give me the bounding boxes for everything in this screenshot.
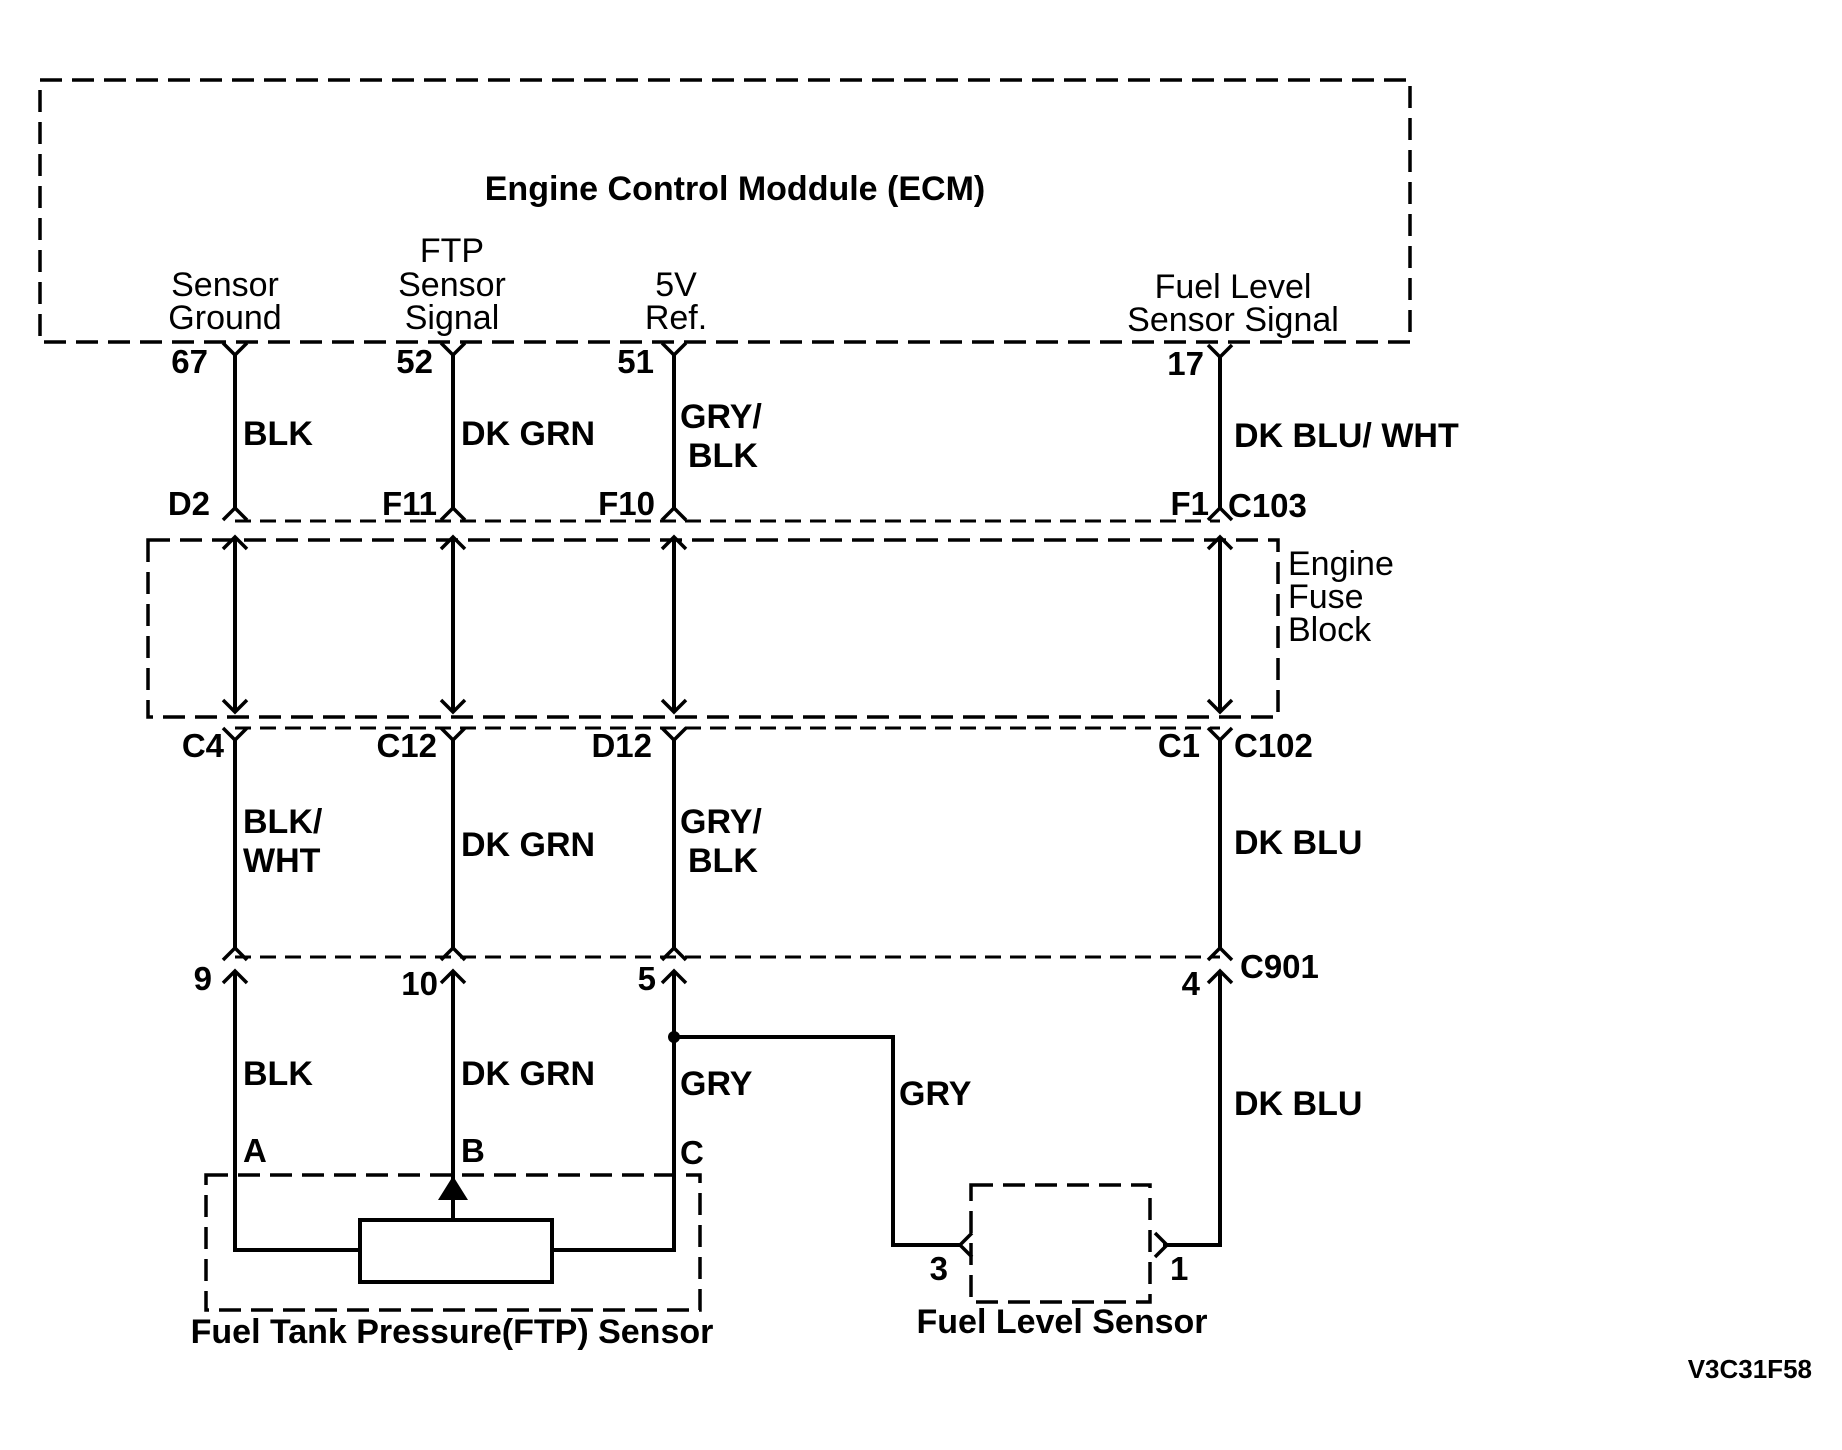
middle-wires — [233, 740, 1222, 950]
wire-color-label: BLK/WHT — [243, 803, 323, 880]
upper-wires — [233, 355, 1222, 510]
wire-color-label: DK GRN — [461, 415, 595, 453]
wire-color-label: DK GRN — [461, 826, 595, 864]
c102-pin: D12 — [591, 727, 652, 764]
c901-pin: 5 — [638, 960, 656, 997]
wire-color-label: GRY/BLK — [680, 803, 762, 880]
c102-pin: C12 — [376, 727, 437, 764]
c103-name: C103 — [1228, 487, 1307, 524]
figure-code: V3C31F58 — [1688, 1354, 1812, 1384]
connector-c901: 9 10 5 4 C901 — [194, 945, 1319, 1002]
connector-c103: D2 F11 F10 F1 C103 — [168, 485, 1307, 524]
wire-color-label: GRY/BLK — [680, 398, 762, 475]
c901-pin: 9 — [194, 960, 212, 997]
c102-pin: C4 — [182, 727, 225, 764]
connector-c102: C4 C12 D12 C1 C102 — [182, 726, 1313, 764]
ftp-sensor-wiper-arrow — [438, 1176, 468, 1200]
c901-pin: 4 — [1182, 965, 1201, 1002]
ftp-sensor-element — [358, 1218, 554, 1284]
c102-name: C102 — [1234, 727, 1313, 764]
c103-pin: F10 — [598, 485, 655, 522]
c103-pin: D2 — [168, 485, 210, 522]
ecm-pin-number: 52 — [396, 343, 433, 380]
lower-wires — [233, 973, 1222, 1252]
wire-color-label: DK BLU — [1234, 824, 1362, 862]
wire-color-label: BLK — [243, 1055, 313, 1093]
ecm-title: Engine Control Moddule (ECM) — [485, 170, 986, 208]
ftp-terminal: A — [243, 1132, 267, 1169]
wire-color-label: DK BLU/ WHT — [1234, 417, 1459, 455]
c103-pin: F1 — [1170, 485, 1209, 522]
fuel-level-terminal: 3 — [930, 1250, 948, 1287]
ecm-connector-symbols — [221, 341, 1234, 360]
c102-pin: C1 — [1158, 727, 1200, 764]
wire-color-label: DK GRN — [461, 1055, 595, 1093]
ftp-terminal: C — [680, 1134, 704, 1171]
fuel-level-terminal: 1 — [1170, 1250, 1188, 1287]
ecm-pin-number: 67 — [171, 343, 208, 380]
ftp-sensor-name: Fuel Tank Pressure(FTP) Sensor — [191, 1313, 714, 1351]
wire-color-label: BLK — [243, 415, 313, 453]
fuel-level-sensor: 3 1 Fuel Level Sensor — [917, 1183, 1208, 1341]
wire-color-label: DK BLU — [1234, 1085, 1362, 1123]
c901-pin: 10 — [401, 965, 438, 1002]
c103-pin: F11 — [382, 485, 437, 522]
fuse-block-conductors — [221, 534, 1234, 715]
ecm-pin-number: 51 — [617, 343, 654, 380]
wire-color-label: GRY — [899, 1075, 972, 1113]
splice-dot — [668, 1031, 680, 1043]
ecm-pin-number: 17 — [1167, 345, 1204, 382]
ftp-terminal: B — [461, 1132, 485, 1169]
wire-color-label: GRY — [680, 1065, 753, 1103]
fuel-level-sensor-name: Fuel Level Sensor — [917, 1303, 1208, 1341]
c901-name: C901 — [1240, 948, 1319, 985]
ftp-sensor: A B C Fuel Tank Pressure(FTP) Sensor — [191, 1132, 714, 1351]
